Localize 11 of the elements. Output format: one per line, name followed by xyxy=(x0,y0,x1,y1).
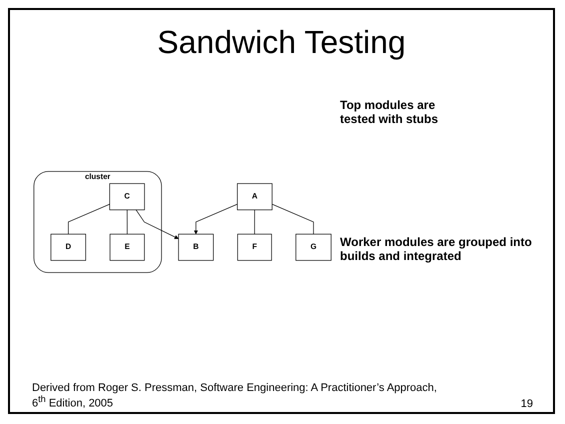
note-text: Worker modules are grouped into builds and integrated xyxy=(340,235,533,263)
connector xyxy=(272,204,314,234)
arrow xyxy=(194,204,238,234)
slide-title: Sandwich Testing xyxy=(156,24,407,61)
connector xyxy=(68,204,110,234)
connector xyxy=(254,210,255,234)
connector xyxy=(126,210,128,234)
page-number: 19 xyxy=(520,398,533,410)
note-text: Top modules are tested with stubs xyxy=(340,98,440,126)
arrow xyxy=(136,210,179,239)
source-caption: Derived from Roger S. Pressman, Software Engineering: A Practitioner’s Approach, 6$^{th}$ Edition, 2005 xyxy=(32,382,438,410)
